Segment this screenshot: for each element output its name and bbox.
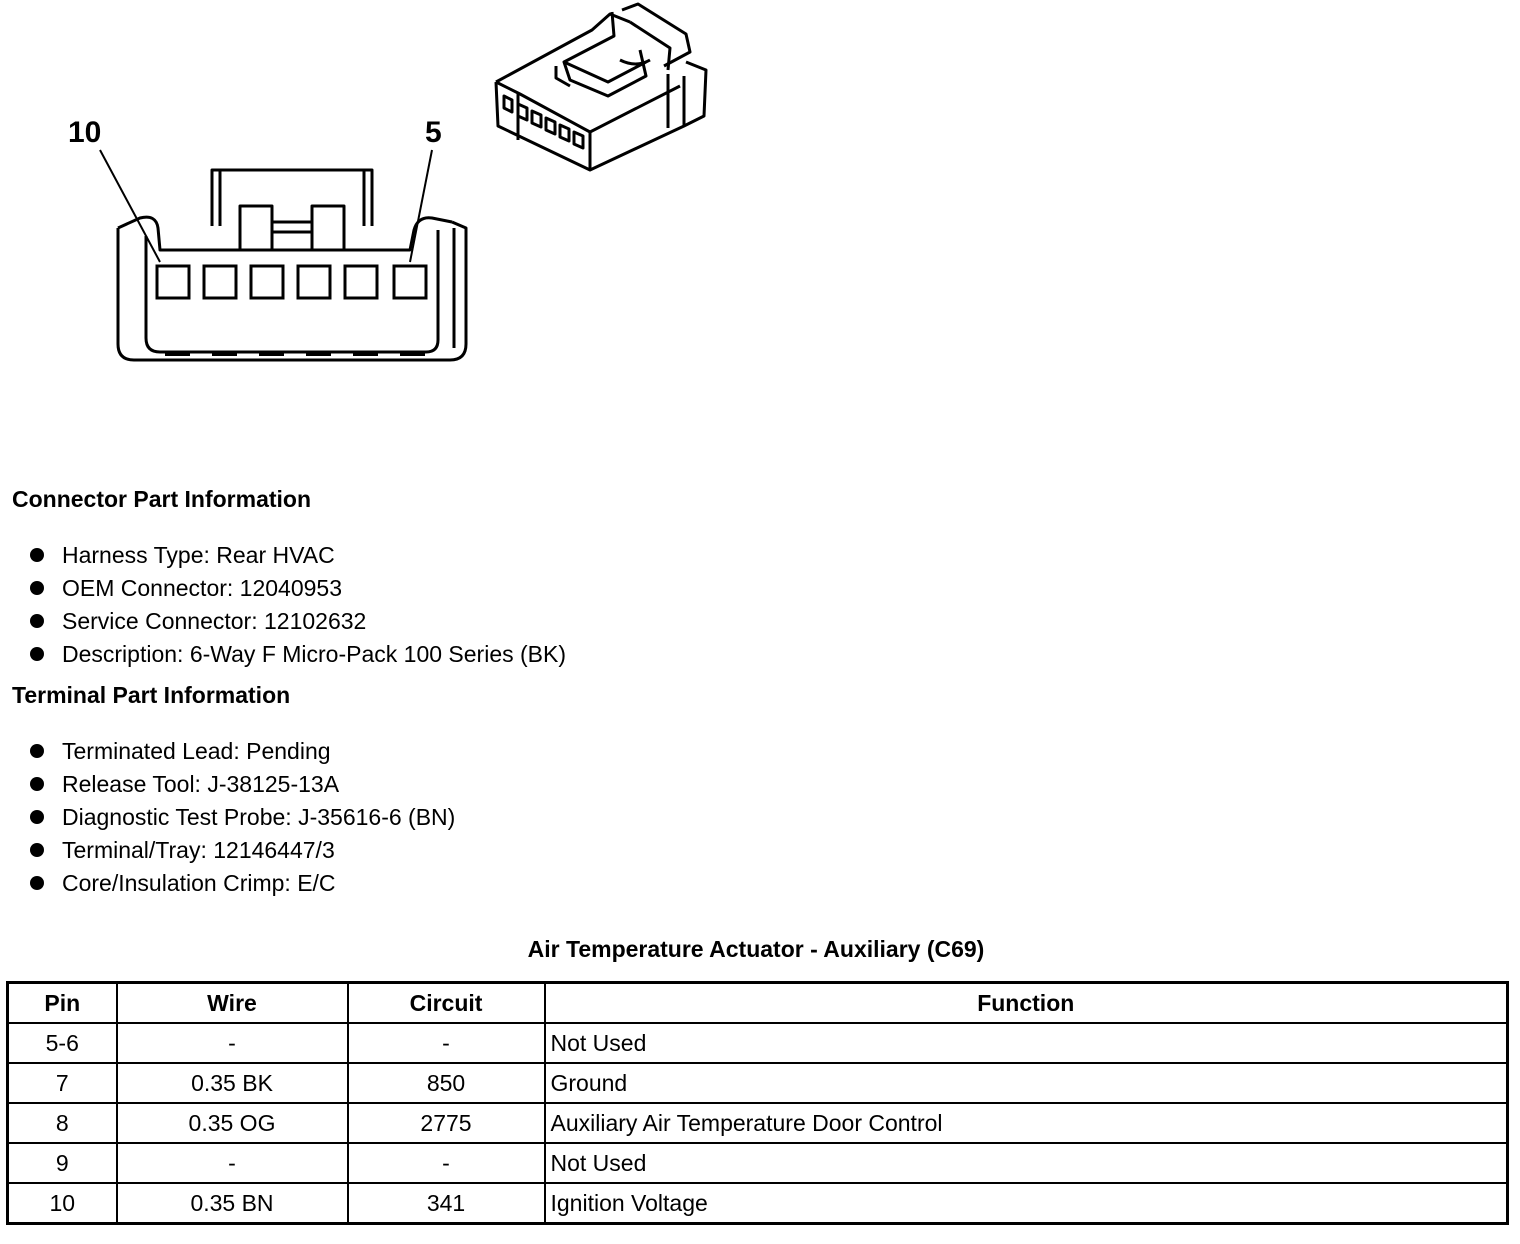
function-cell: Not Used: [543, 1022, 1509, 1064]
pin-label-5: 5: [425, 116, 442, 149]
list-item: Harness Type: Rear HVAC: [30, 540, 566, 573]
bullet-icon: [30, 614, 44, 628]
circuit-cell: -: [346, 1022, 546, 1064]
column-header-pin: Pin: [6, 981, 118, 1024]
pinout-table: Pin Wire Circuit Function 5-6 - - Not Us…: [6, 981, 1509, 1225]
terminal-part-info-heading: Terminal Part Information: [12, 682, 291, 708]
pin-label-10: 10: [68, 116, 102, 149]
circuit-cell: 341: [346, 1182, 546, 1225]
terminal-cavity: [249, 264, 285, 300]
function-cell: Ground: [543, 1062, 1509, 1104]
list-item: Terminal/Tray: 12146447/3: [30, 835, 455, 868]
list-item: Terminated Lead: Pending: [30, 736, 455, 769]
wire-cell: 0.35 OG: [115, 1102, 349, 1144]
table-row: 10 0.35 BN 341 Ignition Voltage: [6, 1182, 1509, 1225]
wire-cell: 0.35 BK: [115, 1062, 349, 1104]
wire-cell: 0.35 BN: [115, 1182, 349, 1225]
bullet-icon: [30, 548, 44, 562]
wire-cell: -: [115, 1142, 349, 1184]
bullet-icon: [30, 744, 44, 758]
list-item: Release Tool: J-38125-13A: [30, 769, 455, 802]
bullet-icon: [30, 810, 44, 824]
table-row: 8 0.35 OG 2775 Auxiliary Air Temperature…: [6, 1102, 1509, 1144]
wire-cell: -: [115, 1022, 349, 1064]
list-item: Description: 6-Way F Micro-Pack 100 Seri…: [30, 639, 566, 672]
terminal-cavity: [296, 264, 332, 300]
list-item: Service Connector: 12102632: [30, 606, 566, 639]
table-title: Air Temperature Actuator - Auxiliary (C6…: [527, 936, 985, 962]
column-header-function: Function: [543, 981, 1509, 1024]
connector-isometric: [494, 2, 708, 172]
terminal-cavity: [155, 264, 191, 300]
list-item: OEM Connector: 12040953: [30, 573, 566, 606]
circuit-cell: -: [346, 1142, 546, 1184]
pin-cell: 7: [6, 1062, 118, 1104]
bullet-icon: [30, 647, 44, 661]
pin-cell: 5-6: [6, 1022, 118, 1064]
function-cell: Ignition Voltage: [543, 1182, 1509, 1225]
bullet-icon: [30, 777, 44, 791]
bullet-icon: [30, 581, 44, 595]
table-row: 9 - - Not Used: [6, 1142, 1509, 1184]
function-cell: Not Used: [543, 1142, 1509, 1184]
pin-cell: 9: [6, 1142, 118, 1184]
terminal-cavity: [202, 264, 238, 300]
connector-part-info-list: Harness Type: Rear HVAC OEM Connector: 1…: [30, 540, 566, 672]
connector-latch: [210, 168, 374, 226]
list-item: Core/Insulation Crimp: E/C: [30, 868, 455, 901]
connector-face-outline: [116, 220, 468, 362]
list-item: Diagnostic Test Probe: J-35616-6 (BN): [30, 802, 455, 835]
connector-part-info-heading: Connector Part Information: [12, 486, 312, 512]
table-header-row: Pin Wire Circuit Function: [6, 981, 1509, 1024]
circuit-cell: 2775: [346, 1102, 546, 1144]
column-header-wire: Wire: [115, 981, 349, 1024]
callout-leader-5: [409, 149, 433, 263]
callout-leader-10: [99, 149, 161, 263]
column-header-circuit: Circuit: [346, 981, 546, 1024]
table-row: 7 0.35 BK 850 Ground: [6, 1062, 1509, 1104]
circuit-cell: 850: [346, 1062, 546, 1104]
bullet-icon: [30, 843, 44, 857]
terminal-cavity: [392, 264, 428, 300]
pin-cell: 8: [6, 1102, 118, 1144]
pin-cell: 10: [6, 1182, 118, 1225]
bullet-icon: [30, 876, 44, 890]
function-cell: Auxiliary Air Temperature Door Control: [543, 1102, 1509, 1144]
terminal-part-info-list: Terminated Lead: Pending Release Tool: J…: [30, 736, 455, 901]
connector-diagram: [99, 2, 708, 362]
terminal-cavity: [343, 264, 379, 300]
table-row: 5-6 - - Not Used: [6, 1022, 1509, 1064]
